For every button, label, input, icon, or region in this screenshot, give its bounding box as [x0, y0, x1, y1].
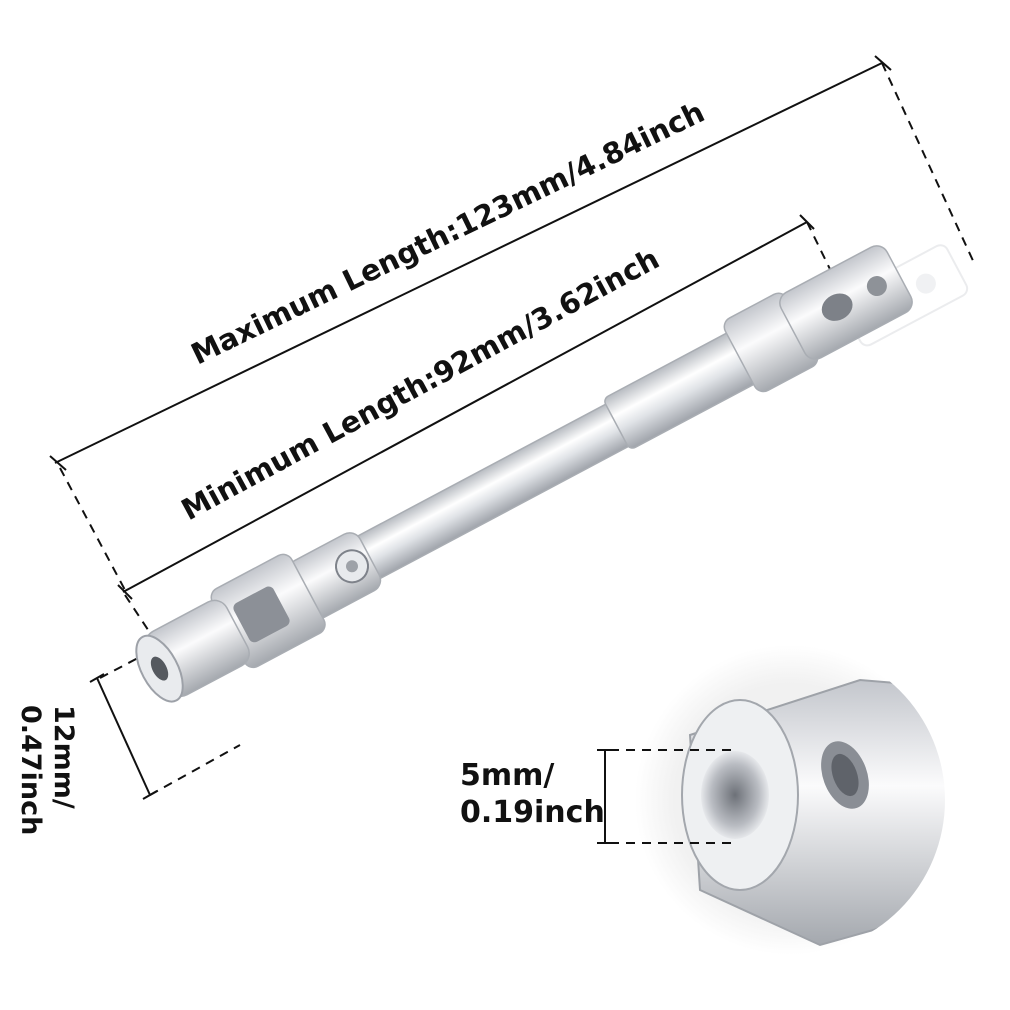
bore-dimension [597, 749, 735, 844]
diameter-label-line2: 0.47inch [15, 705, 46, 835]
max-length-label: Maximum Length:123mm/4.84inch [186, 95, 710, 372]
drive-shaft [135, 244, 969, 703]
max-length-dimension [49, 55, 976, 591]
bore-hole [701, 751, 769, 839]
bore-detail-inset [597, 645, 945, 955]
shaft-tube [342, 396, 645, 587]
min-length-label: Minimum Length:92mm/3.62inch [176, 241, 665, 527]
diameter-label-line1: 12mm/ [48, 705, 79, 809]
bore-label-line2: 0.19inch [460, 795, 605, 830]
bore-label-line1: 5mm/ [460, 758, 554, 793]
